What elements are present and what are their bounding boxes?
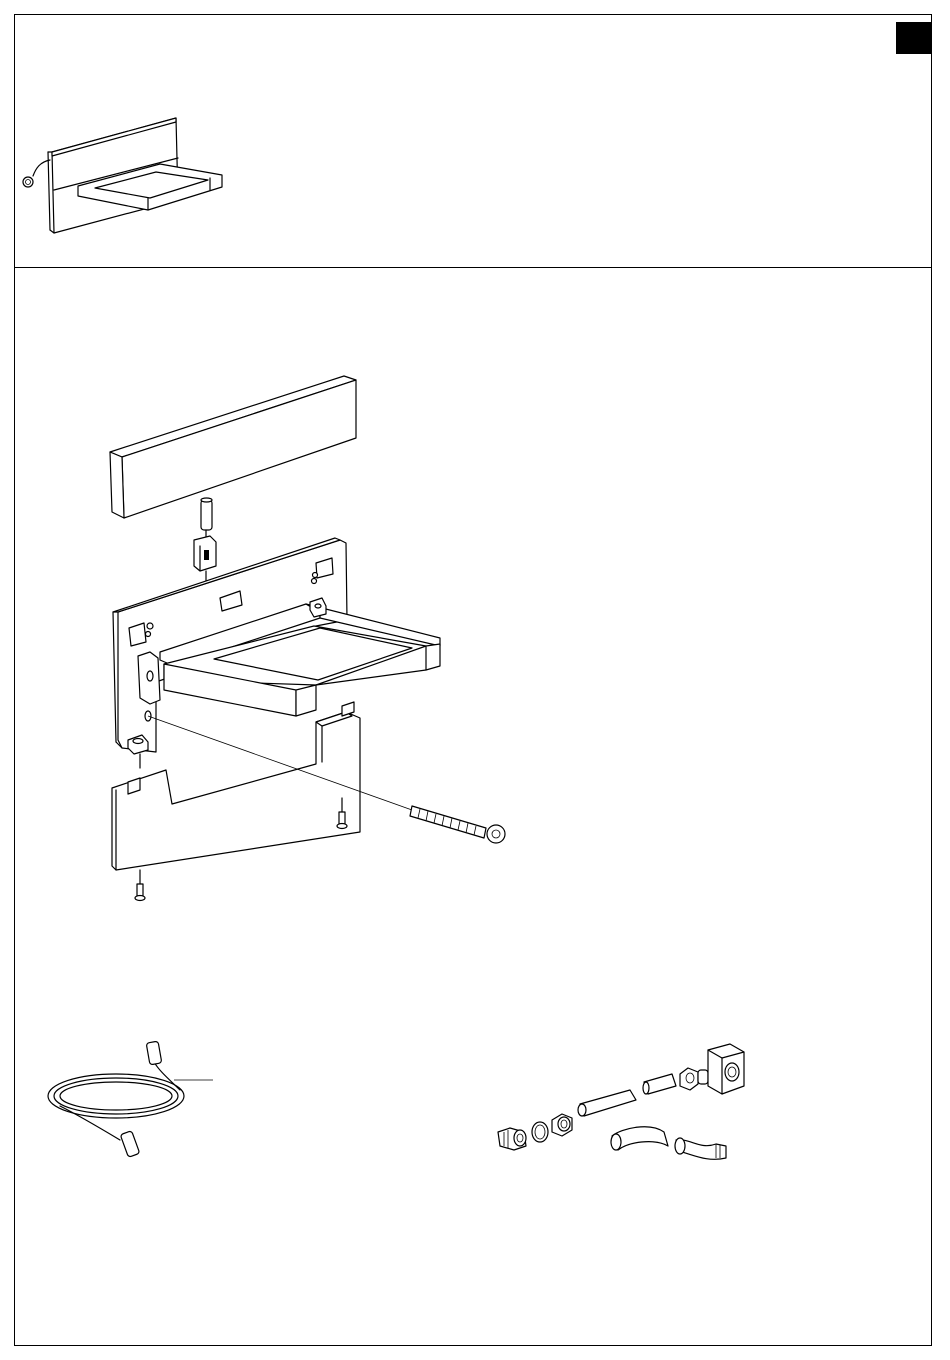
assembly-illustration bbox=[110, 376, 505, 901]
long-screw bbox=[410, 806, 505, 843]
preview-hose-fitting bbox=[23, 177, 33, 187]
square-wall-fitting bbox=[708, 1044, 744, 1094]
connector-pin bbox=[194, 498, 216, 586]
coiled-cable bbox=[48, 1041, 213, 1157]
nut bbox=[552, 1114, 572, 1136]
o-ring bbox=[532, 1122, 548, 1142]
elbow-pipe bbox=[611, 1127, 668, 1150]
top-cover-bar bbox=[110, 376, 356, 518]
curved-hose bbox=[675, 1138, 726, 1159]
parts-illustration bbox=[48, 1041, 744, 1159]
preview-hose bbox=[33, 160, 50, 176]
straight-pipe bbox=[578, 1090, 636, 1116]
top-preview-illustration bbox=[23, 118, 222, 233]
threaded-adapter bbox=[498, 1128, 526, 1150]
pipe-sleeve bbox=[643, 1074, 676, 1094]
small-screw-left bbox=[135, 870, 145, 901]
compression-nut bbox=[680, 1068, 708, 1090]
